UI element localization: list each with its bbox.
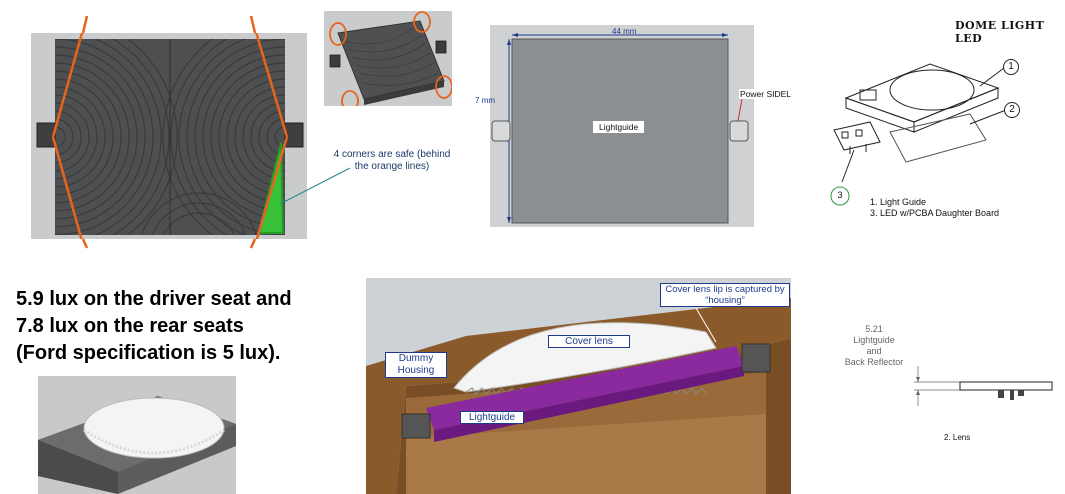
legend-item: 3. LED w/PCBA Daughter Board xyxy=(870,208,1000,218)
annotation-pointer xyxy=(279,167,351,205)
dim-label: Lightguide xyxy=(853,335,895,345)
summary-line: (Ford specification is 5 lux). xyxy=(16,342,281,364)
callout-2: 2 xyxy=(1009,104,1015,115)
cover-lens-lip-label: Cover lens lip is captured by “housing” xyxy=(660,283,790,307)
dome-light-diagram xyxy=(820,50,1045,210)
callout-1: 1 xyxy=(1008,61,1014,72)
dim-label: Back Reflector xyxy=(844,357,904,367)
width-dimension: 44 mm xyxy=(612,27,637,36)
dome-light-title: DOME LIGHT LED xyxy=(955,19,1045,45)
lux-summary: 5.9 lux on the driver seat and 7.8 lux o… xyxy=(16,286,292,367)
cad-top-view xyxy=(31,33,307,239)
dummy-housing-label: Dummy Housing xyxy=(385,352,447,378)
dim-value: 5.21 xyxy=(865,324,883,334)
section-drawing xyxy=(900,356,1060,416)
lightguide-cutaway-label: Lightguide xyxy=(460,411,524,424)
dim-label: and xyxy=(866,346,882,356)
section-dim-label: 5.21 Lightguide and Back Reflector xyxy=(832,324,916,368)
lightguide-center-label: Lightguide xyxy=(593,121,645,133)
lens-render xyxy=(38,376,236,494)
cad-3d-view xyxy=(324,11,452,106)
callout-3: 3 xyxy=(837,190,843,200)
cutaway-render xyxy=(366,278,791,494)
dome-legend: 1. Light Guide 3. LED w/PCBA Daughter Bo… xyxy=(870,197,999,219)
cover-lens-label: Cover lens xyxy=(548,335,630,348)
orange-boundary-lines xyxy=(81,15,257,249)
height-dimension: 7 mm xyxy=(475,96,495,105)
power-label: Power SIDEL xyxy=(739,89,793,99)
summary-line: 5.9 lux on the driver seat and xyxy=(16,288,292,310)
safe-corners-annotation: 4 corners are safe (behind the orange li… xyxy=(333,149,451,172)
legend-item: 1. Light Guide xyxy=(870,197,927,207)
lens-caption: 2. Lens xyxy=(944,433,971,442)
summary-line: 7.8 lux on the rear seats xyxy=(16,315,244,337)
lightguide-drawing xyxy=(490,25,754,227)
